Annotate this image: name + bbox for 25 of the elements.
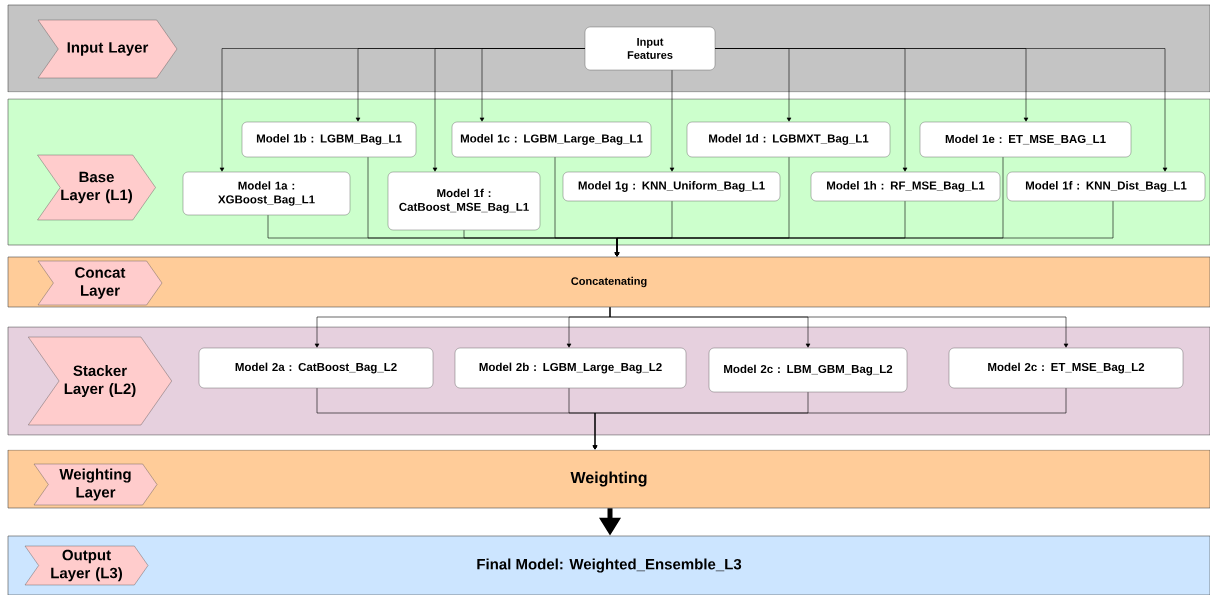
model-box: Model 2a : CatBoost_Bag_L2 [198,347,434,389]
arrow [714,48,1168,172]
arrow [609,307,1069,348]
arrow [592,387,1067,450]
model-box: Model 1a : XGBoost_Bag_L1 [182,171,351,216]
model-box: Model 1d : LGBMXT_Bag_L1 [686,121,891,158]
layer-label: Stacker Layer (L2) [28,336,172,426]
model-box: Model 2c : ET_MSE_Bag_L2 [948,347,1184,389]
input-box: Input Features [584,26,716,71]
model-box: Model 2c : LBM_GBM_Bag_L2 [708,347,908,393]
model-box: Model 1f : KNN_Dist_Bag_L1 [1006,171,1206,202]
layer-label: Weighting Layer [33,463,158,506]
model-box: Model 1h : RF_MSE_Bag_L1 [810,171,1001,202]
layer-label: Input Layer [37,19,178,79]
arrow [479,48,586,122]
arrow [614,200,1114,257]
model-box: Model 1e : ET_MSE_BAG_L1 [919,121,1132,158]
model-box: Model 1g : KNN_Uniform_Bag_L1 [562,171,781,202]
layer-label: Concat Layer [37,260,163,306]
model-box: Model 1b : LGBM_Bag_L1 [241,121,417,158]
model-box: Model 1f : CatBoost_MSE_Bag_L1 [387,171,541,231]
layer-label: Base Layer (L1) [37,154,156,221]
arrow [669,69,675,172]
model-box: Model 2b : LGBM_Large_Bag_L2 [454,347,687,389]
model-box: Model 1c : LGBM_Large_Bag_L1 [451,121,652,158]
